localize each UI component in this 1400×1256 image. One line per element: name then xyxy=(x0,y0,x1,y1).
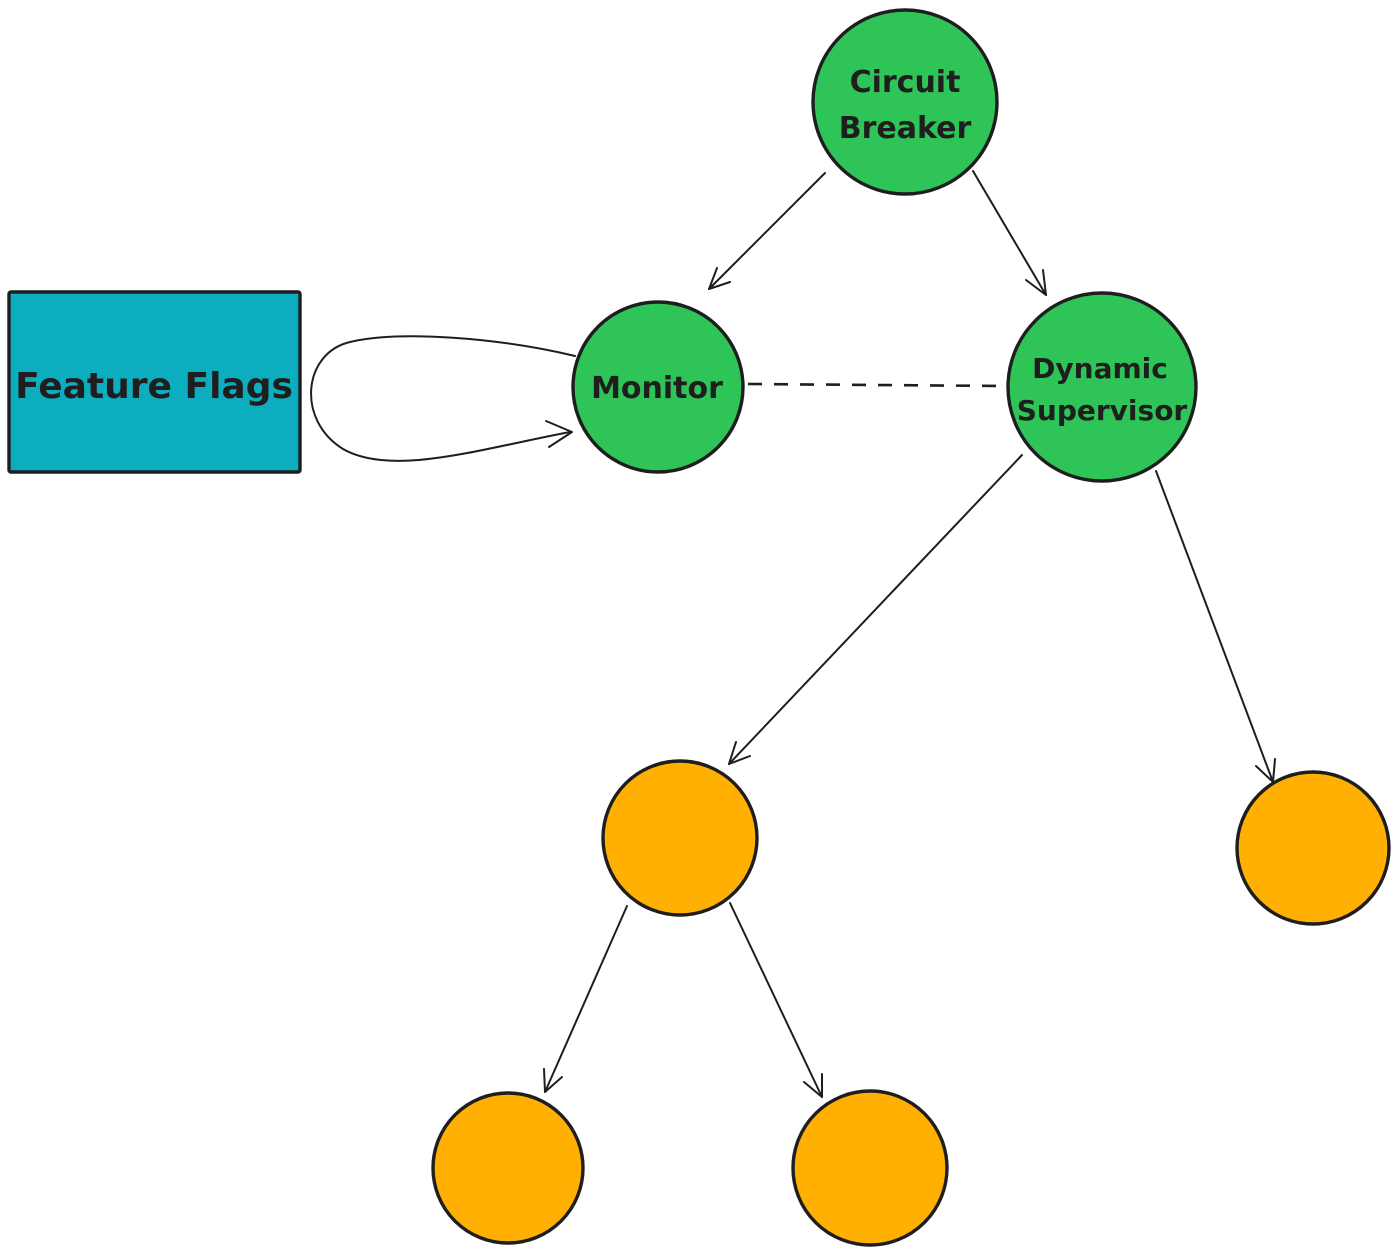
edge-monitor-dynamicsupervisor-dashed xyxy=(747,382,1005,388)
monitor-label: Monitor xyxy=(591,371,723,406)
node-feature-flags: Feature Flags xyxy=(7,290,302,474)
node-worker-4 xyxy=(791,1089,949,1247)
node-dynamic-supervisor: Dynamic Supervisor xyxy=(1006,291,1198,483)
node-circuit-breaker: Circuit Breaker xyxy=(811,8,999,196)
circuit-breaker-label-line2: Breaker xyxy=(839,111,972,146)
feature-flags-label: Feature Flags xyxy=(15,366,293,407)
monitor-circle xyxy=(571,300,745,474)
circuit-breaker-circle xyxy=(811,8,999,196)
edge-circuitbreaker-dynamicsupervisor xyxy=(972,170,1047,296)
node-worker-3 xyxy=(431,1091,585,1245)
feature-flags-rect xyxy=(7,290,302,474)
node-worker-1 xyxy=(601,759,759,917)
node-monitor: Monitor xyxy=(571,300,745,474)
dynamic-supervisor-label-line1: Dynamic xyxy=(1032,352,1168,385)
dynamic-supervisor-label-line2: Supervisor xyxy=(1017,394,1188,427)
node-worker-2 xyxy=(1235,770,1391,926)
edge-monitor-self-loop xyxy=(310,335,576,462)
circuit-breaker-label-line1: Circuit xyxy=(850,65,961,100)
edge-circuitbreaker-monitor xyxy=(708,172,826,290)
dynamic-supervisor-circle xyxy=(1006,291,1198,483)
edge-dynamicsupervisor-worker2 xyxy=(1155,470,1276,783)
edge-worker1-worker3 xyxy=(543,905,628,1093)
edges-layer xyxy=(310,170,1276,1098)
edge-worker1-worker4 xyxy=(729,902,823,1098)
edge-dynamicsupervisor-worker1 xyxy=(728,454,1023,765)
